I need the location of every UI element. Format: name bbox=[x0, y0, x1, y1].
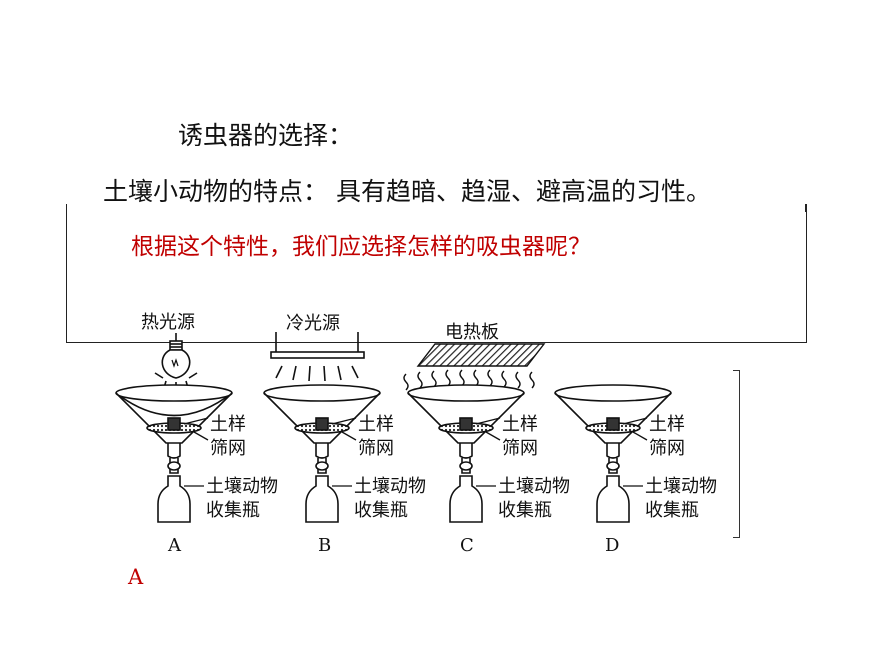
soil-sample-label-b: 土样 bbox=[358, 414, 394, 435]
question-text: 根据这个特性，我们应选择怎样的吸虫器呢？ bbox=[131, 234, 591, 260]
collection-bottle-label-a-line2: 收集瓶 bbox=[206, 500, 260, 521]
trap-diagram: 热光源 冷光源 电热板 bbox=[115, 312, 717, 556]
trap-apparatus-a bbox=[115, 384, 233, 523]
cold-light-source-label: 冷光源 bbox=[286, 313, 340, 334]
option-label-b: B bbox=[318, 535, 331, 556]
trap-apparatus-b bbox=[263, 384, 381, 523]
soil-sample-label-a: 土样 bbox=[210, 414, 246, 435]
trap-apparatus-c bbox=[407, 384, 525, 523]
soil-animal-feature-text: 土壤小动物的特点： 具有趋暗、趋湿、避高温的习性。 bbox=[103, 177, 711, 206]
sieve-label-d: 筛网 bbox=[649, 438, 685, 459]
hot-light-source-label: 热光源 bbox=[141, 312, 195, 333]
sieve-label-c: 筛网 bbox=[502, 438, 538, 459]
hot-plate-label: 电热板 bbox=[445, 322, 499, 343]
slide-title: 诱虫器的选择： bbox=[178, 121, 354, 150]
hot-plate-icon bbox=[403, 343, 546, 391]
light-bulb-icon bbox=[154, 333, 198, 389]
box-corner-left bbox=[66, 204, 67, 212]
collection-bottle-label-b-line1: 土壤动物 bbox=[354, 476, 426, 497]
collection-bottle-label-b-line2: 收集瓶 bbox=[354, 500, 408, 521]
collection-bottle-label-d-line2: 收集瓶 bbox=[645, 500, 699, 521]
option-label-c: C bbox=[460, 535, 474, 556]
cold-light-icon bbox=[270, 332, 365, 382]
soil-sample-label-c: 土样 bbox=[502, 414, 538, 435]
collection-bottle-label-c-line1: 土壤动物 bbox=[498, 476, 570, 497]
option-label-d: D bbox=[605, 535, 619, 556]
soil-sample-label-d: 土样 bbox=[649, 414, 685, 435]
question-box bbox=[66, 204, 807, 343]
collection-bottle-label-a-line1: 土壤动物 bbox=[206, 476, 278, 497]
sieve-label-b: 筛网 bbox=[358, 438, 394, 459]
option-label-a: A bbox=[167, 535, 182, 556]
box-corner-right bbox=[805, 204, 806, 212]
sieve-label-a: 筛网 bbox=[210, 438, 246, 459]
answer-text: A bbox=[128, 565, 144, 589]
collection-bottle-label-c-line2: 收集瓶 bbox=[498, 500, 552, 521]
right-bracket bbox=[733, 370, 740, 538]
collection-bottle-label-d-line1: 土壤动物 bbox=[645, 476, 717, 497]
